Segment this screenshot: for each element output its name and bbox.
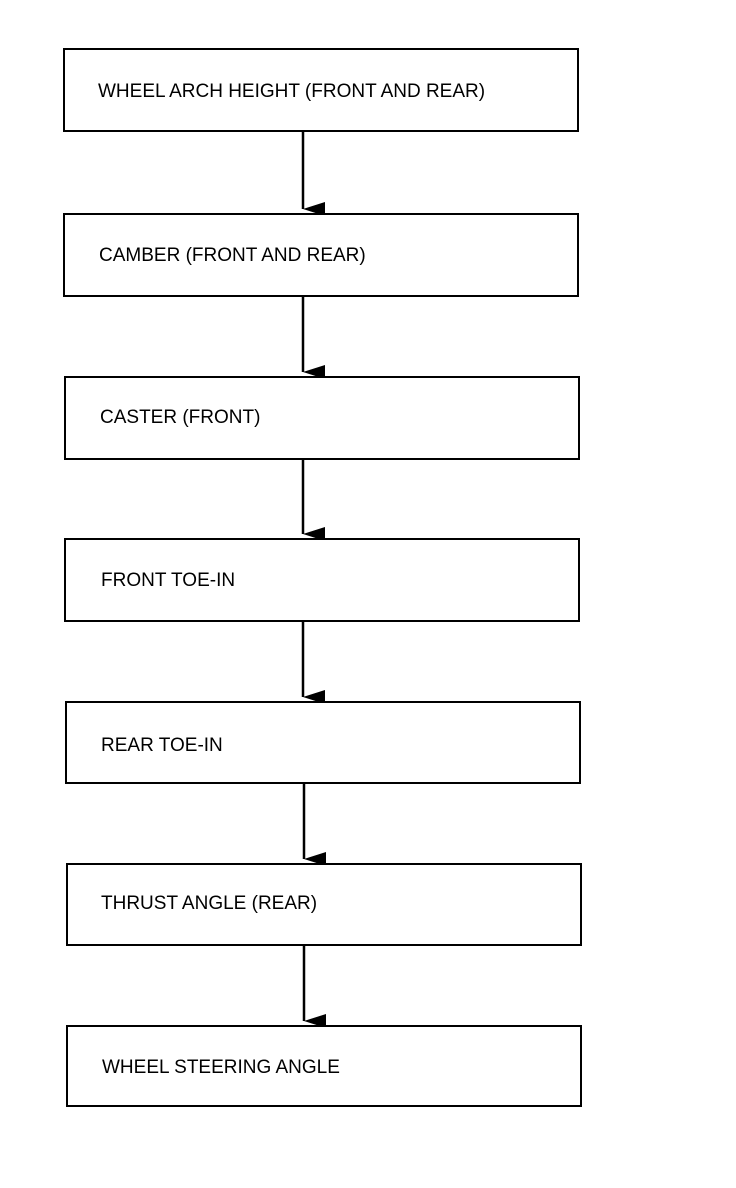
step-box-1 — [63, 48, 579, 132]
step-label-1: WHEEL ARCH HEIGHT (FRONT AND REAR) — [98, 81, 485, 102]
step-box-4 — [64, 538, 580, 622]
step-box-2 — [63, 213, 579, 297]
step-label-2: CAMBER (FRONT AND REAR) — [99, 245, 366, 266]
step-box-7 — [66, 1025, 582, 1107]
step-label-5: REAR TOE-IN — [101, 735, 223, 756]
step-label-4: FRONT TOE-IN — [101, 570, 235, 591]
step-label-6: THRUST ANGLE (REAR) — [101, 893, 317, 914]
step-box-6 — [66, 863, 582, 946]
step-box-5 — [65, 701, 581, 784]
step-box-3 — [64, 376, 580, 460]
step-label-7: WHEEL STEERING ANGLE — [102, 1057, 340, 1078]
step-label-3: CASTER (FRONT) — [100, 407, 260, 428]
